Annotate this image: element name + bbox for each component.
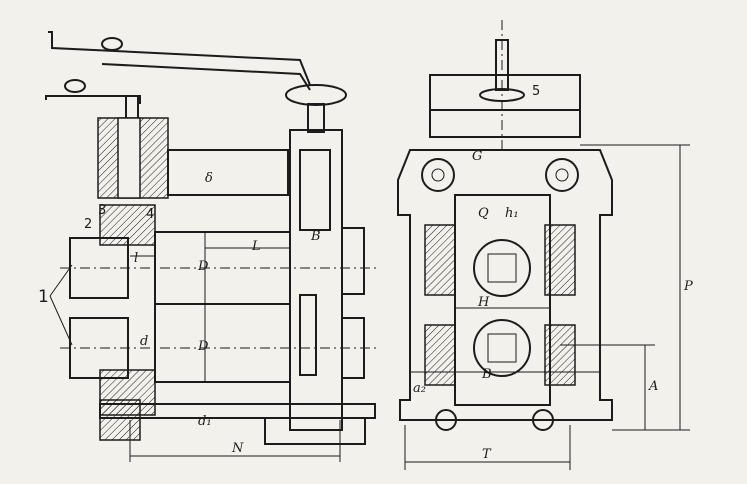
lower-roll-section <box>473 319 531 377</box>
callout-4: 4 <box>146 207 154 222</box>
column-gear <box>285 84 347 106</box>
bolt <box>431 168 445 182</box>
dim-label-B-front: B <box>481 367 492 382</box>
dim-label-D-lower: D <box>197 339 209 354</box>
base-bolt <box>435 409 457 431</box>
top-frame <box>429 74 581 138</box>
callout-5: 5 <box>532 84 540 99</box>
dim-label-l: l <box>134 251 138 266</box>
screw-spindle <box>125 95 139 121</box>
base-block <box>99 399 141 441</box>
top-gear <box>479 88 525 102</box>
screw-handle-lever-2 <box>101 63 311 91</box>
base-rail <box>99 403 376 419</box>
lower-roll-neck <box>69 317 129 379</box>
column-spindle <box>307 103 325 133</box>
housing-window <box>454 194 551 406</box>
side-view: L l D D d δ B N d₁ 1 2 3 4 <box>38 31 380 462</box>
callout-leader <box>49 264 73 297</box>
left-chock <box>424 224 456 296</box>
base-foot <box>264 417 366 445</box>
handle-knob <box>64 79 86 93</box>
column-window <box>299 149 331 231</box>
dim-label-P: P <box>683 279 693 294</box>
screw-bore <box>117 117 141 199</box>
tie-rod-upper <box>167 149 289 196</box>
housing <box>397 149 613 421</box>
callout-1: 1 <box>38 287 49 307</box>
upper-roll-section <box>473 239 531 297</box>
front-view: 5 G Q h₁ H B a₂ <box>397 20 693 470</box>
dim-label-G: G <box>472 149 482 164</box>
dim-label-L: L <box>251 239 261 254</box>
left-chock-lower <box>424 324 456 386</box>
bolt-plate <box>545 158 579 192</box>
dim-label-Q: Q <box>478 206 489 221</box>
dim-label-d1: d₁ <box>198 414 212 429</box>
dim-label-D-upper: D <box>197 259 209 274</box>
dim-label-h1: h₁ <box>505 206 519 221</box>
dim-label-d: d <box>140 334 148 349</box>
callout-2: 2 <box>84 217 92 232</box>
callout-3: 3 <box>98 203 106 218</box>
right-chock-lower <box>544 324 576 386</box>
screw-handle-lever <box>48 31 311 86</box>
base-bolt <box>532 409 554 431</box>
lower-handle <box>45 95 141 104</box>
dim-label-delta: δ <box>205 171 213 186</box>
dim-label-T: T <box>482 447 492 462</box>
column-window-lower <box>299 294 317 376</box>
dim-label-A: A <box>648 379 658 394</box>
dim-label-N: N <box>231 441 244 456</box>
bolt <box>555 168 569 182</box>
callout-leader <box>49 295 73 346</box>
upper-roll-neck-right <box>341 227 365 295</box>
roll-cross <box>487 253 517 283</box>
dim-label-B-side: B <box>310 229 321 244</box>
roll-cross <box>487 333 517 363</box>
dim-label-a2: a₂ <box>413 381 426 396</box>
upper-roll-neck <box>69 237 129 299</box>
right-chock <box>544 224 576 296</box>
handle-knob <box>101 37 123 51</box>
stand-column <box>289 129 343 431</box>
lower-roll-body <box>154 303 291 383</box>
dim-label-H: H <box>477 295 490 310</box>
bolt-plate <box>421 158 455 192</box>
